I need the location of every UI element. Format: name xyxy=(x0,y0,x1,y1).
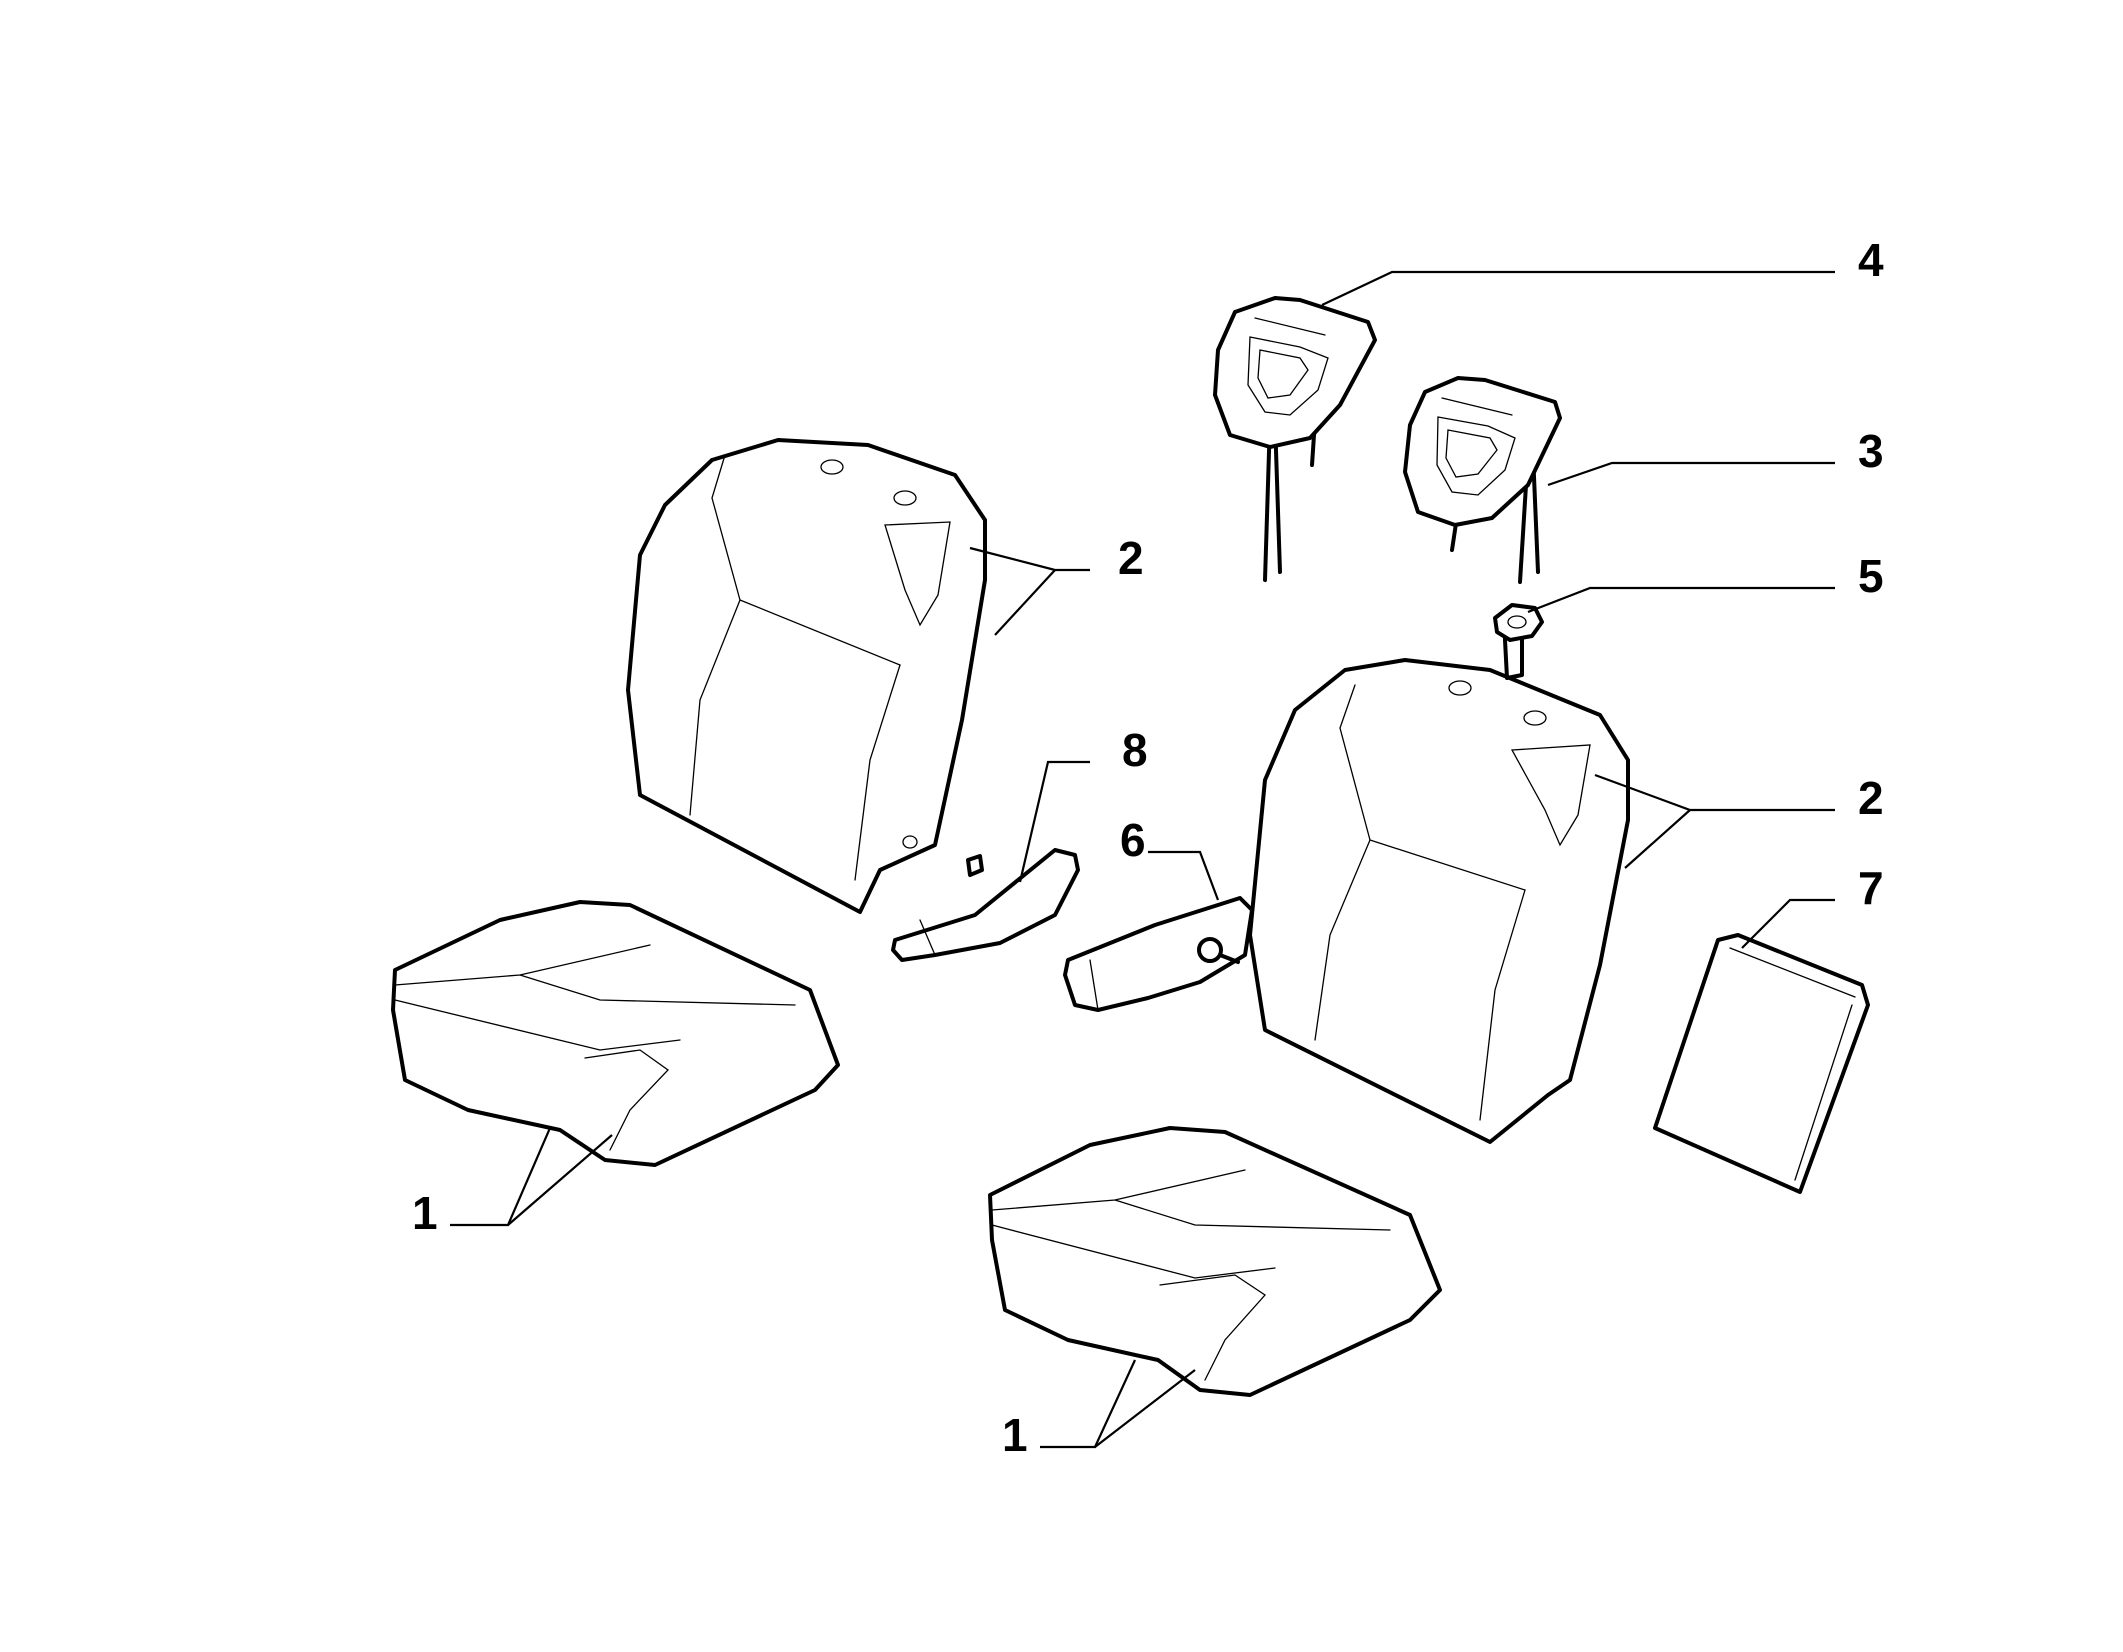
back-panel xyxy=(1653,933,1870,1194)
callout-labels: 4 3 5 2 7 2 8 6 1 1 xyxy=(412,234,1884,1461)
callout-label-2-right: 2 xyxy=(1858,772,1884,824)
seat-back-left xyxy=(626,438,987,914)
leader-lines xyxy=(450,270,1835,1449)
callout-label-1-center: 1 xyxy=(1002,1409,1028,1461)
callout-label-5: 5 xyxy=(1858,550,1884,602)
callout-label-1-left: 1 xyxy=(412,1187,438,1239)
headrest-front xyxy=(1213,296,1377,582)
callout-label-6: 6 xyxy=(1120,814,1146,866)
callout-label-7: 7 xyxy=(1858,862,1884,914)
callout-label-3: 3 xyxy=(1858,425,1884,477)
callout-label-2-left: 2 xyxy=(1118,532,1144,584)
seat-cushion-center xyxy=(988,1126,1442,1397)
callout-label-4: 4 xyxy=(1858,234,1884,286)
headrest-guide xyxy=(1493,603,1544,680)
headrest-rear xyxy=(1403,376,1562,584)
callout-label-8: 8 xyxy=(1122,724,1148,776)
seat-cushion-left xyxy=(391,900,840,1167)
seat-back-right xyxy=(1248,658,1630,1144)
armrest-right xyxy=(1063,896,1254,1012)
armrest-left xyxy=(891,848,1080,962)
